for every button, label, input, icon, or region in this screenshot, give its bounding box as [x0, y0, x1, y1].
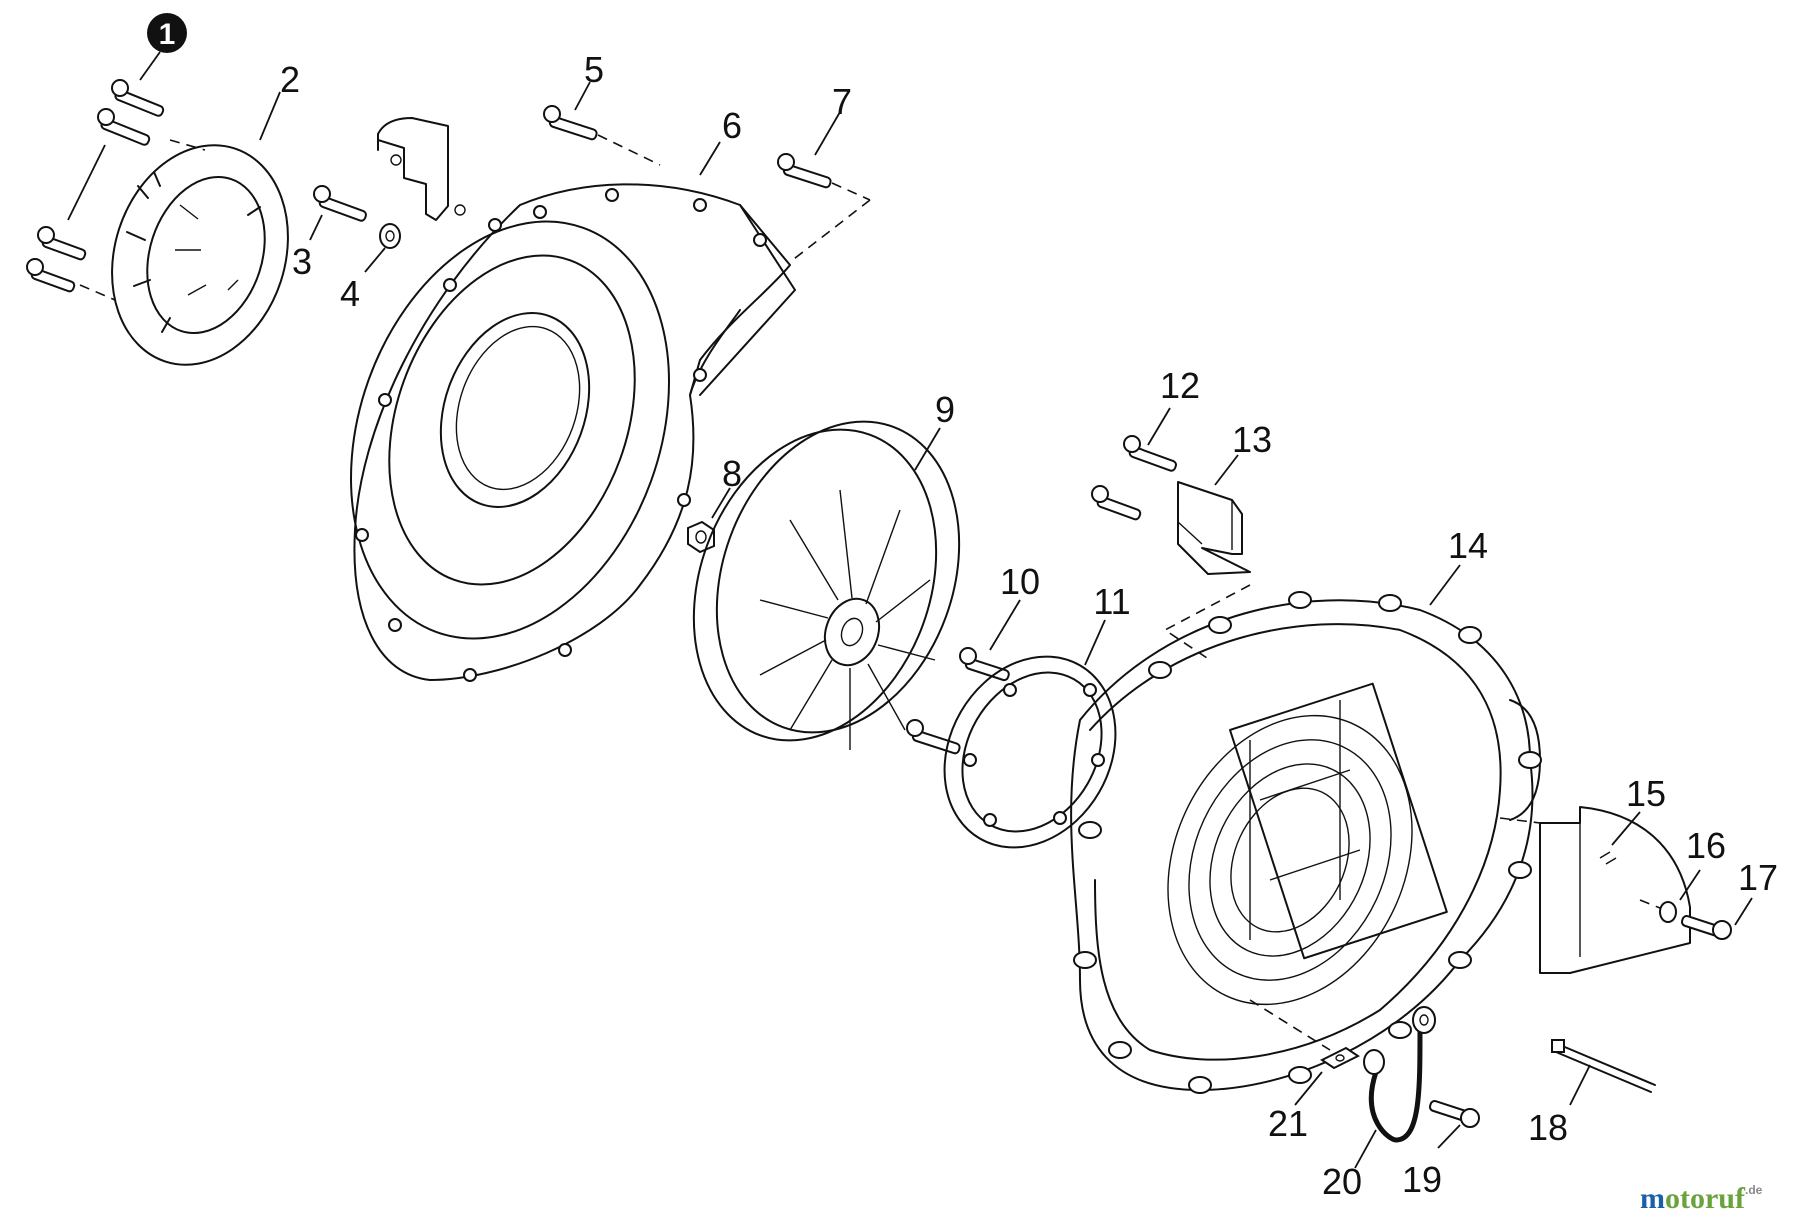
label-part-7: 7	[832, 81, 852, 122]
label-part-8: 8	[722, 453, 742, 494]
label-part-9: 9	[935, 389, 955, 430]
label-part-14: 14	[1448, 525, 1488, 566]
part-3-screw	[313, 185, 367, 222]
part-18-cable-tie	[1551, 1039, 1656, 1093]
label-part-13: 13	[1232, 419, 1272, 460]
part-17-screw	[1680, 915, 1732, 940]
part-6-fan-housing	[350, 183, 796, 682]
label-part-21: 21	[1268, 1103, 1308, 1144]
part-4-washer	[379, 223, 401, 249]
badge-number: 1	[159, 18, 176, 51]
label-part-4: 4	[340, 273, 360, 314]
part-labels: 2 3 4 5 6 7 8 9 10 11 12 13 14 15 16 17 …	[280, 49, 1778, 1202]
label-part-16: 16	[1686, 825, 1726, 866]
part-20-ground-cable	[1363, 1006, 1436, 1143]
label-part-15: 15	[1626, 773, 1666, 814]
label-part-12: 12	[1160, 365, 1200, 406]
part-2-intake-cover	[111, 144, 289, 366]
label-part-10: 10	[1000, 561, 1040, 602]
screws-part-2	[26, 79, 206, 301]
part-19-screw	[1428, 1100, 1480, 1128]
part-5-screw	[543, 105, 661, 166]
label-part-11: 11	[1093, 581, 1130, 622]
label-part-5: 5	[584, 49, 604, 90]
part-13-bracket	[1177, 481, 1251, 575]
watermark-brand: motoruf	[1640, 1182, 1746, 1215]
part-14-rear-housing	[1070, 591, 1542, 1094]
svg-text:motoruf.de: motoruf.de	[1640, 1182, 1763, 1215]
part-7-screw	[777, 153, 871, 263]
part-16-washer	[1639, 899, 1677, 923]
label-part-19: 19	[1402, 1159, 1442, 1200]
label-part-2: 2	[280, 59, 300, 100]
label-part-18: 18	[1528, 1107, 1568, 1148]
part-11-gasket-ring	[943, 655, 1117, 849]
part-12-screws	[1091, 435, 1177, 521]
watermark-logo: motoruf.de	[1640, 1182, 1763, 1215]
part-21-plate	[1249, 999, 1360, 1070]
callout-badge-1: 1	[147, 13, 187, 53]
part-9-impeller	[692, 420, 961, 750]
watermark-suffix: .de	[1745, 1183, 1763, 1197]
cable-bracket	[377, 117, 466, 221]
label-part-3: 3	[292, 241, 312, 282]
label-part-6: 6	[722, 105, 742, 146]
leader-lines	[67, 51, 1753, 1169]
label-part-17: 17	[1738, 857, 1778, 898]
label-part-20: 20	[1322, 1161, 1362, 1202]
